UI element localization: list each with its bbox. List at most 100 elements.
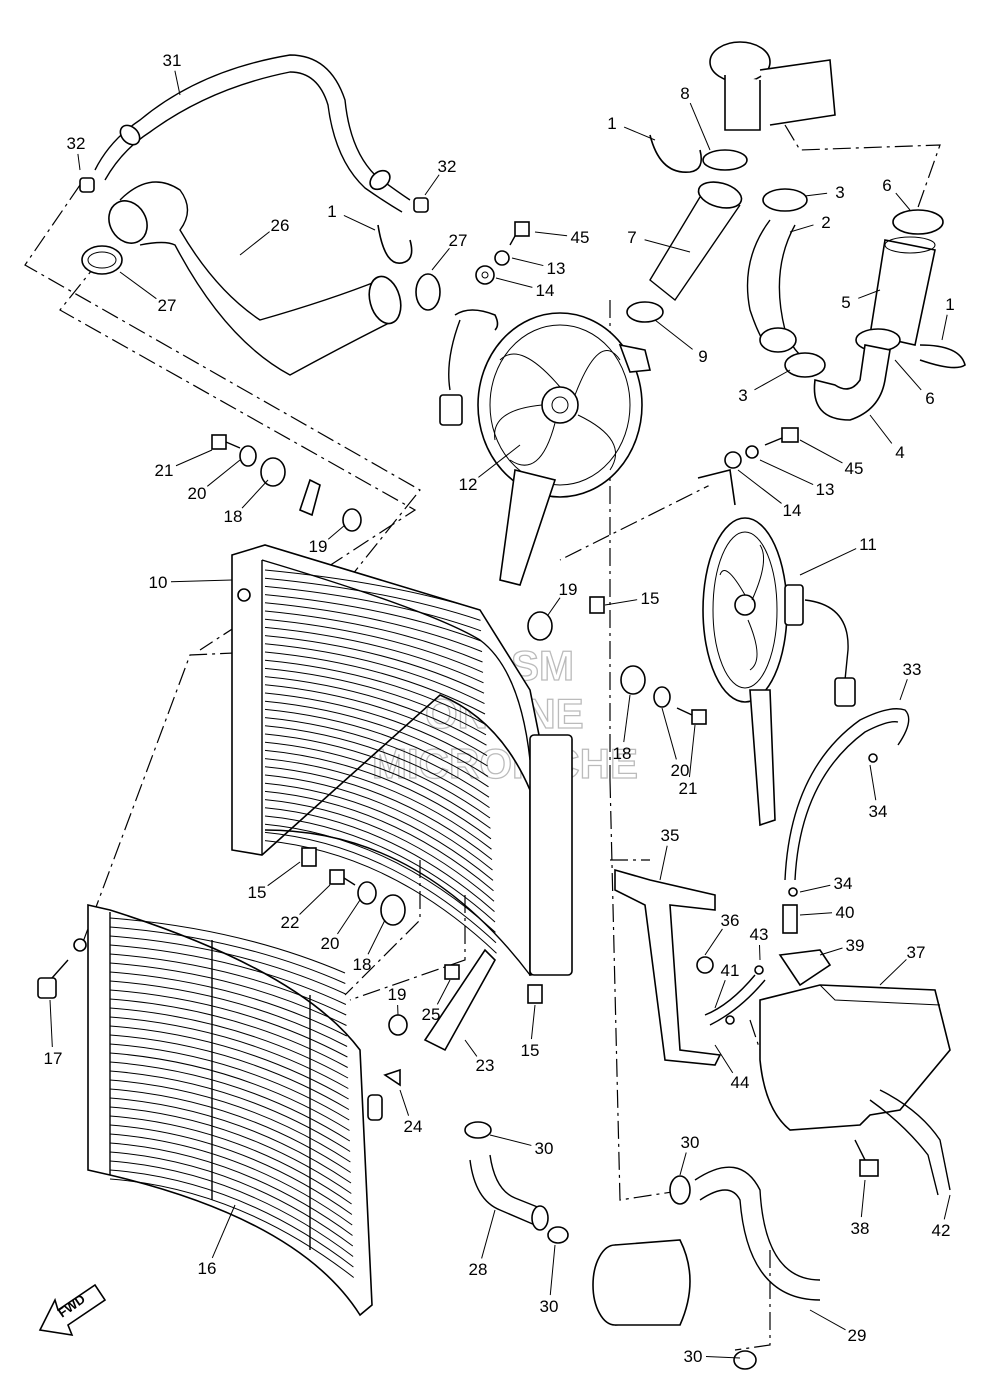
clamp-3-bottom xyxy=(785,353,825,377)
leader-c27a xyxy=(432,248,449,270)
band-1-top xyxy=(650,135,701,172)
hose-29 xyxy=(695,1167,820,1300)
clip-34-mid xyxy=(789,888,797,896)
radiator-fin xyxy=(265,824,496,932)
leader-c39 xyxy=(820,948,843,955)
callout-c30a: 30 xyxy=(535,1139,554,1158)
callout-c36: 36 xyxy=(721,911,740,930)
callout-c38: 38 xyxy=(851,1219,870,1238)
callout-c45a: 45 xyxy=(571,228,590,247)
leader-c15c xyxy=(531,1005,535,1039)
clamp-8 xyxy=(703,150,747,170)
bolt-21-left xyxy=(212,435,240,449)
callout-c19b: 19 xyxy=(559,580,578,599)
callout-c30b: 30 xyxy=(681,1133,700,1152)
leader-c3a xyxy=(805,193,827,196)
callout-c19a: 19 xyxy=(309,537,328,556)
washer-20-lower xyxy=(358,882,376,904)
nut-15-left xyxy=(302,848,316,866)
callout-c27b: 27 xyxy=(158,296,177,315)
leader-c18b xyxy=(624,695,630,742)
callout-c40: 40 xyxy=(836,903,855,922)
grommet-18-left xyxy=(261,458,285,486)
leader-c11 xyxy=(800,549,856,575)
hose-41 xyxy=(705,975,765,1025)
callout-c16: 16 xyxy=(198,1259,217,1278)
leader-c32a xyxy=(78,154,80,170)
callout-c13a: 13 xyxy=(547,259,566,278)
leader-c6b xyxy=(895,360,921,390)
leader-c9 xyxy=(655,320,693,349)
leader-c36 xyxy=(705,929,722,955)
fwd-arrow: FWD xyxy=(40,1285,105,1335)
hose-7 xyxy=(650,178,744,300)
callout-c32a: 32 xyxy=(67,134,86,153)
leader-c32b xyxy=(425,175,439,195)
clamp-30-b xyxy=(670,1176,690,1204)
washer-14-top xyxy=(476,266,494,284)
collar-19-top xyxy=(300,480,361,531)
leader-c10 xyxy=(171,580,232,582)
clamp-30-a xyxy=(465,1122,491,1138)
callout-c28: 28 xyxy=(469,1260,488,1279)
callout-c34b: 34 xyxy=(834,874,853,893)
radiator-fin xyxy=(265,841,497,954)
callout-c3b: 3 xyxy=(738,386,747,405)
leader-c18c xyxy=(368,920,385,954)
callout-c9: 9 xyxy=(698,347,707,366)
leader-c23 xyxy=(465,1040,477,1056)
callout-c20a: 20 xyxy=(188,484,207,503)
callout-c8: 8 xyxy=(680,84,689,103)
clamp-27-right xyxy=(416,274,440,310)
callout-c42: 42 xyxy=(932,1221,951,1240)
leader-c4 xyxy=(870,415,892,443)
leader-c29 xyxy=(810,1310,846,1330)
callout-c25: 25 xyxy=(422,1005,441,1024)
leader-c1c xyxy=(942,315,947,340)
bolt-36 xyxy=(697,957,713,973)
callout-c26: 26 xyxy=(271,216,290,235)
callout-c18b: 18 xyxy=(613,744,632,763)
callout-c12: 12 xyxy=(459,475,478,494)
callout-c20b: 20 xyxy=(671,761,690,780)
callout-c13b: 13 xyxy=(816,480,835,499)
leader-c15b xyxy=(268,862,300,886)
nut-15-lower xyxy=(528,985,542,1003)
callout-c4: 4 xyxy=(895,443,904,462)
leader-c14a xyxy=(496,278,532,287)
hose-2 xyxy=(748,220,801,355)
callout-c30d: 30 xyxy=(684,1347,703,1366)
cap-39 xyxy=(780,950,830,985)
callout-c10: 10 xyxy=(149,573,168,592)
clamp-30-c xyxy=(548,1227,568,1243)
leader-c21a xyxy=(176,450,212,466)
callout-c34a: 34 xyxy=(869,802,888,821)
clamp-32-right xyxy=(414,198,428,212)
reservoir-tank-37 xyxy=(760,985,950,1130)
leader-c20b xyxy=(662,708,676,759)
leader-c30c xyxy=(550,1245,555,1295)
bracket-23 xyxy=(425,950,495,1050)
callout-c15c: 15 xyxy=(521,1041,540,1060)
leader-c42 xyxy=(944,1195,950,1219)
callout-c44: 44 xyxy=(731,1073,750,1092)
callout-c18a: 18 xyxy=(224,507,243,526)
callout-c2: 2 xyxy=(821,213,830,232)
leader-c1b xyxy=(624,127,655,140)
hose-26 xyxy=(101,182,405,375)
washer-14-right xyxy=(725,452,741,468)
leader-c34a xyxy=(870,765,876,800)
grommet-24 xyxy=(385,1070,400,1085)
fan-assembly-11 xyxy=(698,470,855,825)
leader-c35 xyxy=(660,846,667,880)
hose-33 xyxy=(785,709,909,880)
collar-19-lower xyxy=(389,1015,407,1035)
hose-28 xyxy=(470,1155,548,1230)
collar-19-mid xyxy=(528,612,552,640)
hose-31 xyxy=(95,55,410,212)
fan-assembly-12 xyxy=(440,310,650,585)
washer-13-right xyxy=(746,446,758,458)
leader-c24 xyxy=(400,1090,409,1116)
callout-c20c: 20 xyxy=(321,934,340,953)
callout-c15b: 15 xyxy=(248,883,267,902)
